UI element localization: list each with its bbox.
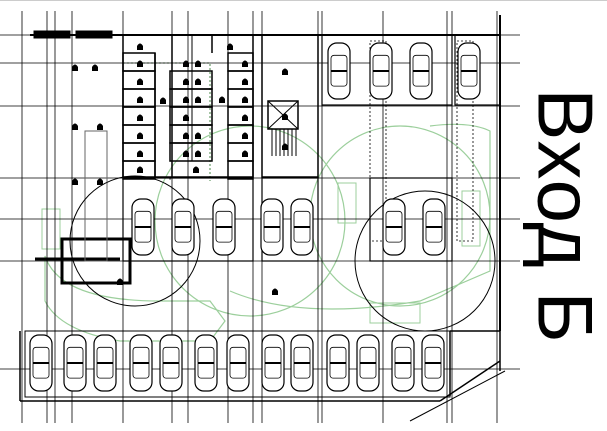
person-icon [282,68,288,75]
ramp-column [84,130,108,262]
person-icon [183,114,189,121]
wall [169,106,213,126]
grid-line [409,370,506,422]
wall-block [33,30,71,39]
car-icon [260,198,284,256]
car-icon [369,42,393,100]
person-icon [137,150,143,157]
car-outline-overlay [369,302,421,324]
person-icon [242,60,248,67]
parking-bay [454,34,501,106]
car-icon [327,42,351,100]
person-icon [282,143,288,150]
conveyor-lane [369,40,387,242]
person-icon [72,178,78,185]
person-icon [137,60,143,67]
car-icon [422,198,446,256]
person-icon [195,78,201,85]
wall [169,88,213,108]
wall [169,142,213,162]
entrance-label-text: Вход Б [521,88,607,344]
wall [169,124,213,144]
car-icon [159,334,183,392]
car-icon [290,334,314,392]
car-icon [409,42,433,100]
person-icon [195,150,201,157]
car-icon [171,198,195,256]
person-icon [242,78,248,85]
person-icon [97,123,103,130]
person-icon [137,132,143,139]
turning-circle [354,190,496,332]
person-icon [92,64,98,71]
parking-bay [321,34,453,106]
wall [227,88,254,108]
car-icon [391,334,415,392]
car-icon [356,334,380,392]
car-icon [382,198,406,256]
ramp-overlay [154,125,346,317]
wall [227,70,254,90]
parking-bay [122,177,254,262]
car-icon [212,198,236,256]
car-icon [29,334,53,392]
person-icon [242,150,248,157]
person-icon [137,43,143,50]
car-outline-overlay [461,190,481,247]
conveyor-lane [456,40,474,242]
person-icon [137,166,143,173]
person-icon [242,114,248,121]
person-icon [183,96,189,103]
person-icon [183,150,189,157]
wall [267,100,299,130]
wall [227,52,254,72]
car-icon [326,334,350,392]
person-icon [137,96,143,103]
person-icon [282,113,288,120]
person-icon [183,78,189,85]
car-icon [457,42,481,100]
person-icon [72,123,78,130]
parking-bay [24,330,451,398]
car-icon [421,334,445,392]
car-icon [63,334,87,392]
person-icon [195,132,201,139]
wall [261,34,319,178]
car-icon [194,334,218,392]
person-icon [195,96,201,103]
car-icon [226,334,250,392]
wall [227,160,254,180]
person-icon [227,43,233,50]
car-icon [131,198,155,256]
person-icon [183,60,189,67]
person-icon [183,132,189,139]
person-icon [193,166,199,173]
wall [227,106,254,126]
wall-block [75,30,113,39]
car-outline-overlay [41,208,61,250]
car-icon [261,334,285,392]
car-outline-overlay [337,182,357,224]
person-icon [72,64,78,71]
person-icon [137,114,143,121]
turning-circle [69,175,201,307]
wall [169,70,213,90]
driveway-overlay [229,123,491,310]
entrance-label: Вход Б [520,81,607,351]
car-icon [290,198,314,256]
person-icon [195,60,201,67]
person-icon [160,97,166,104]
wall [227,142,254,162]
person-icon [219,96,225,103]
person-icon [97,178,103,185]
car-icon [129,334,153,392]
person-icon [137,78,143,85]
person-icon [242,132,248,139]
person-icon [242,96,248,103]
grid-line [439,360,501,402]
person-icon [272,288,278,295]
car-icon [93,334,117,392]
